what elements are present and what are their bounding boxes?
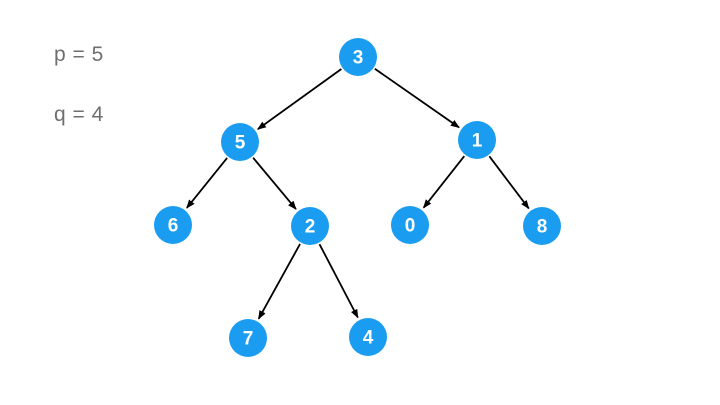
tree-node-circle	[229, 319, 267, 357]
p-value-label: p = 5	[54, 43, 104, 66]
tree-node-value: 4	[363, 328, 374, 349]
tree-node-4: 4	[349, 318, 387, 356]
tree-node-circle	[458, 121, 496, 159]
tree-edge-2-4	[318, 243, 359, 319]
tree-node-circle	[221, 123, 259, 161]
q-value-label: q = 4	[54, 103, 104, 126]
tree-edge-1-0	[422, 155, 466, 209]
tree-node-value: 3	[353, 48, 364, 69]
tree-node-value: 6	[168, 216, 179, 237]
tree-node-circle	[349, 318, 387, 356]
tree-edge-2-7	[257, 243, 301, 320]
tree-node-circle	[154, 206, 192, 244]
tree-node-3: 3	[339, 38, 377, 76]
tree-node-circle	[523, 207, 561, 245]
tree-node-value: 5	[235, 133, 246, 154]
tree-node-1: 1	[458, 121, 496, 159]
tree-node-value: 0	[405, 216, 416, 237]
tree-edge-5-2	[252, 157, 297, 210]
tree-node-6: 6	[154, 206, 192, 244]
tree-node-5: 5	[221, 123, 259, 161]
tree-node-2: 2	[291, 207, 329, 245]
tree-edge-3-1	[374, 67, 460, 129]
tree-node-value: 2	[305, 217, 316, 238]
tree-node-value: 1	[472, 131, 483, 152]
tree-node-value: 8	[537, 217, 548, 238]
tree-node-0: 0	[391, 206, 429, 244]
tree-node-circle	[391, 206, 429, 244]
tree-edge-5-6	[186, 157, 228, 209]
tree-edge-3-5	[257, 68, 342, 130]
tree-node-7: 7	[229, 319, 267, 357]
tree-edge-1-8	[488, 155, 530, 210]
tree-node-8: 8	[523, 207, 561, 245]
tree-node-circle	[291, 207, 329, 245]
tree-node-value: 7	[243, 329, 254, 350]
tree-node-circle	[339, 38, 377, 76]
